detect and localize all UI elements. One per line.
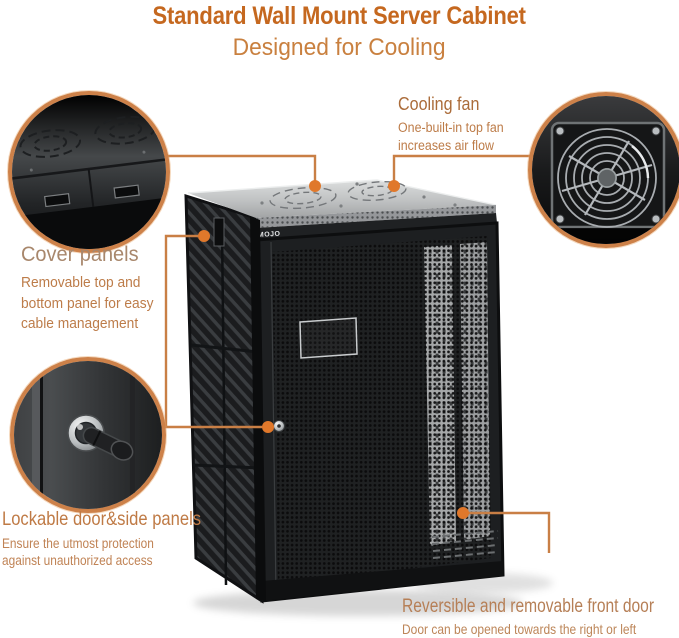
door-lock-dot [262,421,274,433]
callout-cover-panels: Cover panels Removable top and bottom pa… [21,243,160,335]
top-screws [260,182,457,208]
cover-panels-line [110,154,317,181]
fan-screws [555,126,661,224]
callout-body-line: bottom panel for easy [21,295,154,312]
mesh-perforation [272,236,491,586]
door-bottom-bar [262,561,503,601]
front-top-band: MOJO [256,213,497,240]
top-vent-strip [256,205,496,228]
panel-latch-icon [113,184,140,199]
front-door [254,221,505,603]
callout-heading: Cooling fan [398,93,480,114]
brand-logo: MOJO [258,231,281,239]
callout-body-line: Door can be opened towards the right or … [402,622,637,637]
callout-body-line: cable management [21,316,139,332]
callout-body-line: against unauthorized access [2,552,153,568]
front-door-line [468,511,551,553]
callout-cooling-fan: Cooling fan One-built-in top fan increas… [398,93,513,154]
cooling-fan-line [392,154,560,181]
side-latch [213,217,225,247]
mesh-label-cutout [299,317,358,359]
fan-grill-icon [550,121,666,229]
callout-body-line: Removable top and [21,275,141,291]
lock-photo [10,357,166,513]
corner-post [250,216,266,601]
header: Standard Wall Mount Server Cabinet Desig… [0,0,679,62]
page-title: Standard Wall Mount Server Cabinet [152,2,527,30]
page-subtitle: Designed for Cooling [233,34,446,61]
callout-heading: Cover panels [21,243,139,266]
cover-panels-photo [8,91,170,253]
callout-front-door: Reversible and removable front door Door… [402,596,679,637]
cooling-fan-dot [388,180,400,192]
callout-lockable: Lockable door&side panels Ensure the utm… [2,508,236,569]
front-door-dot [457,507,469,519]
cooling-fan-photo [528,92,679,248]
panel-latch-icon [43,192,71,208]
cover-panels-dot [309,180,321,192]
side-panel-dot [198,230,210,242]
callout-body-line: Ensure the utmost protection [2,536,154,551]
mesh-shade [272,236,491,586]
callout-heading: Reversible and removable front door [402,596,655,617]
callout-body-line: One-built-in top fan [398,120,504,135]
callout-body-line: increases air flow [398,137,494,153]
lock-and-key-icon [67,414,134,461]
top-panel [187,179,497,228]
bottom-vent-slots [431,530,499,559]
panel-fan-cutouts-icon [19,115,157,158]
lock-side-line [164,234,198,427]
callout-heading: Lockable door&side panels [2,508,202,530]
